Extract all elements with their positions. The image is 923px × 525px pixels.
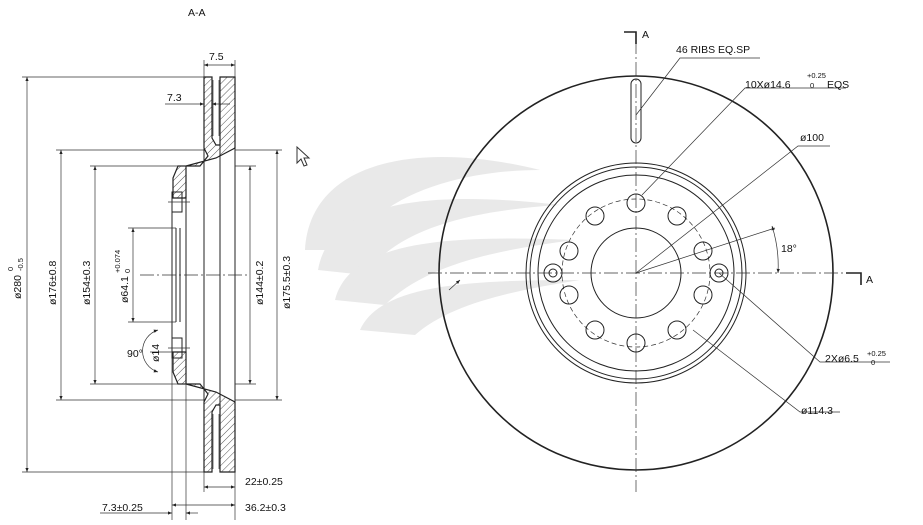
dim-d144: ø144±0.2 <box>254 261 266 305</box>
label-pcd: ø114.3 <box>801 405 833 417</box>
leader-ribs <box>635 57 760 116</box>
dim-d280-tol-upper: 0 <box>6 267 15 271</box>
locating-pins <box>543 263 729 283</box>
rotation-arrow <box>448 279 461 291</box>
angle-18: 18° <box>781 243 797 255</box>
dim-d64-tol-lower: 0 <box>123 269 132 273</box>
dim-d14: ø14 <box>150 344 162 362</box>
bolt-holes <box>559 193 713 353</box>
section-mark-top <box>624 31 637 44</box>
label-holes: 10Xø14.6 <box>745 79 791 91</box>
dim-thickness: 22±0.25 <box>245 476 283 488</box>
leader-pin <box>718 272 890 363</box>
label-pin: 2Xø6.5 <box>825 353 859 365</box>
label-holes-tol-upper: +0.25 <box>807 71 826 80</box>
dim-d280-tol-lower: -0.5 <box>16 258 25 271</box>
watermark-logo <box>305 156 580 335</box>
section-mark-top-label: A <box>642 29 649 41</box>
section-view: A-A <box>6 7 293 520</box>
leader-pcd <box>692 329 840 413</box>
section-mark-right <box>846 272 862 285</box>
dim-d176: ø176±0.8 <box>47 261 59 305</box>
label-d100: ø100 <box>800 132 824 144</box>
dim-d175: ø175.5±0.3 <box>281 256 293 309</box>
dim-d280: ø280 <box>12 275 24 299</box>
dim-angle90: 90° <box>127 348 143 360</box>
label-pin-tol-upper: +0.25 <box>867 349 886 358</box>
disc-section-bottom <box>172 351 236 473</box>
dim-width-top: 7.5 <box>209 51 224 63</box>
label-holes-suffix: EQS <box>827 79 849 91</box>
section-title: A-A <box>188 7 206 19</box>
dim-d154: ø154±0.3 <box>81 261 93 305</box>
label-holes-tol-lower: 0 <box>810 81 814 90</box>
dim-d64-tol-upper: +0.074 <box>113 250 122 273</box>
leader-holes <box>641 87 846 196</box>
mouse-pointer-icon <box>296 145 311 167</box>
dim-height: 36.2±0.3 <box>245 502 286 514</box>
label-pin-tol-lower: 0 <box>871 358 875 367</box>
label-ribs: 46 RIBS EQ.SP <box>676 44 750 56</box>
dim-d64: ø64.1 <box>119 276 131 303</box>
dim-hat: 7.3±0.25 <box>102 502 143 514</box>
dim-offset: 7.3 <box>167 92 182 104</box>
disc-section-top <box>172 76 236 199</box>
front-view: 18° A A 46 RIBS EQ.SP 10Xø14.6 +0.25 0 E… <box>428 29 890 492</box>
vent-rib-slot <box>630 78 642 144</box>
section-mark-right-label: A <box>866 274 873 286</box>
leader-d100 <box>635 145 830 274</box>
